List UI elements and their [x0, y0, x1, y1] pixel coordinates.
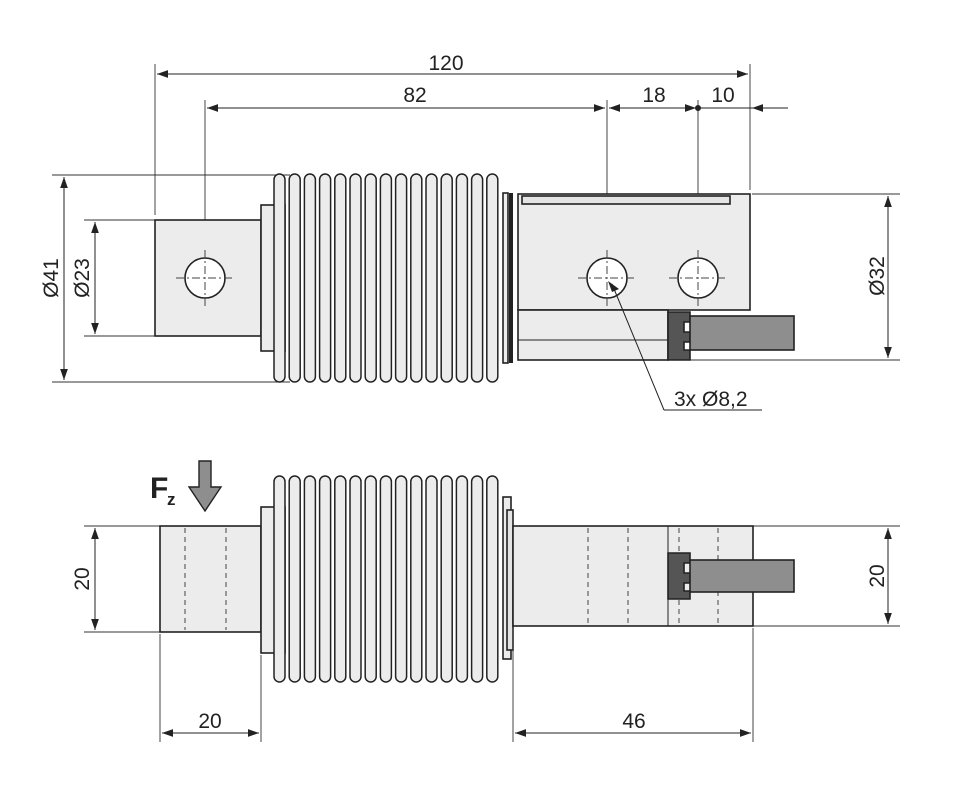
bellows-fin: [288, 173, 301, 383]
bellows-fin: [334, 173, 347, 383]
hole-pitch-label: 18: [642, 84, 665, 107]
force-subscript: z: [167, 490, 176, 509]
bellows-fin: [288, 475, 301, 683]
bellows-fin: [349, 475, 362, 683]
cable-side: [689, 559, 795, 593]
right-block-top-edge: [521, 195, 731, 205]
dimension-hole-to-end: 10: [700, 84, 788, 112]
weld-ring-side-inner: [506, 509, 514, 651]
force-arrow-icon: [187, 460, 223, 513]
dimension-height-right: 20: [752, 525, 900, 627]
dimension-left-block-width: 20: [159, 634, 262, 742]
bellows-fin: [273, 475, 286, 683]
hole-to-end-label: 10: [711, 84, 734, 107]
bellows-fin: [470, 475, 484, 683]
bellows-fin: [410, 173, 423, 383]
bellows-fin: [394, 173, 408, 383]
dimension-outer-diameter: Ø41: [40, 174, 290, 383]
weld-ring-inner: [509, 193, 513, 363]
bellows-fin: [318, 173, 332, 383]
dimension-bellows-diameter: Ø23: [71, 219, 155, 337]
dimension-height-left: 20: [71, 525, 160, 633]
outer-diameter-label: Ø41: [40, 258, 63, 298]
bellows-fin: [394, 475, 408, 683]
hole-spacing-label: 82: [403, 84, 426, 107]
dimension-flange-diameter: Ø32: [680, 193, 900, 361]
bellows-fin: [470, 173, 484, 383]
flange-diameter-label: Ø32: [866, 256, 889, 296]
dimension-overall-length: 120: [154, 52, 751, 215]
bellows-fin: [440, 173, 453, 383]
bellows-fin: [379, 173, 393, 383]
bellows-fin: [349, 173, 362, 383]
left-block-width-label: 20: [198, 710, 221, 733]
cable-top: [689, 315, 795, 351]
right-block-lower-part: [517, 309, 669, 361]
bellows-fin: [318, 475, 332, 683]
top-view: 120 82 18 10 Ø41: [40, 52, 900, 411]
bellows-fin: [303, 173, 317, 383]
bellows-fin: [410, 475, 423, 683]
right-block-width-label: 46: [622, 710, 645, 733]
right-measuring-block: [517, 193, 751, 311]
bellows-fin: [455, 173, 469, 383]
bellows-fin: [273, 173, 286, 383]
bellows-fin: [425, 173, 438, 383]
hole-callout-label: 3x Ø8,2: [674, 388, 748, 411]
force-symbol: F: [150, 472, 168, 505]
bellows-fin: [364, 475, 377, 683]
cable-gland-top: [667, 311, 691, 361]
bellows-fin: [303, 475, 317, 683]
weld-ring-outer: [502, 192, 509, 364]
left-block-side: [159, 525, 262, 633]
bellows-fin: [486, 475, 499, 683]
force-indicator: F z: [150, 460, 223, 513]
bellows-fin: [425, 475, 438, 683]
hole-callout: 3x Ø8,2: [608, 281, 762, 411]
bellows-fin: [455, 475, 469, 683]
height-left-label: 20: [71, 567, 94, 590]
cable-gland-side: [667, 552, 691, 600]
side-view: F z 20 20: [71, 460, 900, 742]
bellows-fin: [364, 173, 377, 383]
bellows-fin: [334, 475, 347, 683]
bellows-fin: [440, 475, 453, 683]
bellows-side: [273, 475, 499, 683]
bellows-diameter-label: Ø23: [71, 258, 94, 298]
overall-length-label: 120: [428, 52, 463, 75]
bellows-top: [273, 173, 499, 383]
dimension-right-block-width: 46: [512, 628, 754, 742]
height-right-label: 20: [866, 564, 889, 587]
bellows-fin: [379, 475, 393, 683]
bellows-fin: [486, 173, 499, 383]
